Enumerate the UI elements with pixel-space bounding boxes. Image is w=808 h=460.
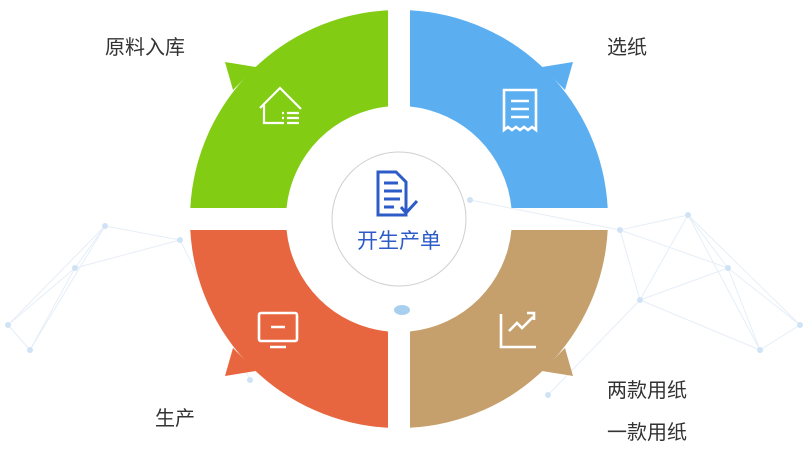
warehouse-icon [259,86,302,125]
network-node [5,322,11,328]
network-line [687,214,729,269]
segment-label-two-paper: 两款用纸 [607,378,687,402]
network-line [687,214,761,351]
segment-paper-usage [410,230,608,428]
segment-tab-select-paper [542,62,573,90]
network-node [685,212,691,218]
network-node [72,265,78,271]
network-line [74,225,106,269]
segment-tab-production [225,348,256,376]
monitor-icon [257,311,299,349]
center-label: 开生产单 [357,229,441,253]
network-line [639,214,689,301]
network-line [639,299,761,351]
network-node [617,227,623,233]
network-line [7,225,106,326]
network-line [29,267,76,351]
network-line [547,299,641,396]
network-line [619,229,729,269]
network-node [102,223,108,229]
network-line [7,324,31,351]
network-line [104,225,181,241]
segment-select-paper [410,10,608,209]
segment-tab-paper-usage [542,348,573,376]
network-node [394,305,410,315]
segment-label-select-paper: 选纸 [607,35,647,59]
segment-label-production: 生产 [155,406,195,430]
network-node [797,322,803,328]
trend-chart-icon [499,311,536,349]
segment-label-one-paper: 一款用纸 [607,420,687,444]
network-background [5,197,803,398]
network-node [725,265,731,271]
network-line [74,239,181,269]
network-line [727,267,801,326]
segment-tab-raw-material [225,62,256,90]
network-node [27,347,33,353]
network-line [29,225,106,351]
network-line [7,267,76,326]
document-check-icon [376,170,419,217]
network-line [619,214,689,231]
center-circle [331,151,467,287]
segment-label-raw-material: 原料入库 [105,35,185,59]
network-line [759,324,801,351]
segment-raw-material [190,10,388,209]
segment-production [190,230,388,428]
network-line [469,199,621,231]
network-line [727,267,761,351]
network-line [619,229,641,301]
network-node [545,392,551,398]
network-line [687,214,801,326]
network-node [177,237,183,243]
network-node [467,197,473,203]
network-node [757,347,763,353]
receipt-icon [502,88,538,133]
network-node [247,377,253,383]
network-line [639,267,729,301]
network-node [637,297,643,303]
